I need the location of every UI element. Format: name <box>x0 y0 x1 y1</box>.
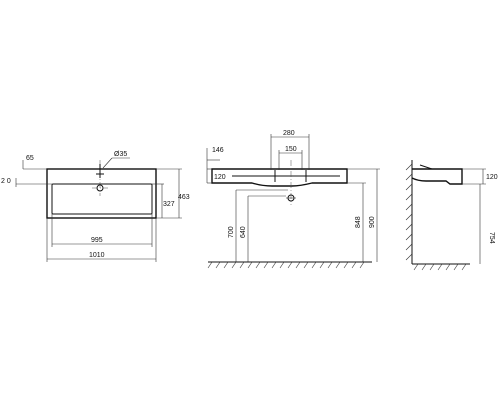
dim-700: 700 <box>228 226 235 238</box>
floor-hatch <box>413 263 467 271</box>
basin-bowl <box>51 183 153 215</box>
dim-146: 146 <box>212 147 224 154</box>
basin-side-profile <box>411 168 463 185</box>
dim-900: 900 <box>369 216 376 228</box>
dim-754: 754 <box>488 232 495 244</box>
dim-tap-hole: Ø35 <box>114 151 127 158</box>
basin-section <box>211 168 348 187</box>
dim-280: 280 <box>283 130 295 137</box>
dim-150: 150 <box>285 146 297 153</box>
dim-640: 640 <box>240 226 247 238</box>
leader-line <box>102 157 113 169</box>
floor-hatch <box>207 261 365 269</box>
dim-848: 848 <box>355 216 362 228</box>
tap-side <box>419 164 433 170</box>
dim-327: 327 <box>163 201 175 208</box>
front-view: 65 2 0 Ø35 327 463 995 1010 <box>1 151 190 262</box>
side-view: 120 754 <box>405 160 498 271</box>
dim-1010: 1010 <box>89 252 105 259</box>
dim-463: 463 <box>178 194 190 201</box>
dim-995: 995 <box>91 237 103 244</box>
wall-hatch <box>405 163 413 261</box>
section-view: 280 150 146 120 700 640 848 900 <box>206 130 380 269</box>
dim-65: 65 <box>26 155 34 162</box>
dim-210: 2 0 <box>1 178 11 185</box>
basin-outline <box>46 168 157 219</box>
dim-side-120: 120 <box>486 174 498 181</box>
dim-120: 120 <box>214 174 226 181</box>
